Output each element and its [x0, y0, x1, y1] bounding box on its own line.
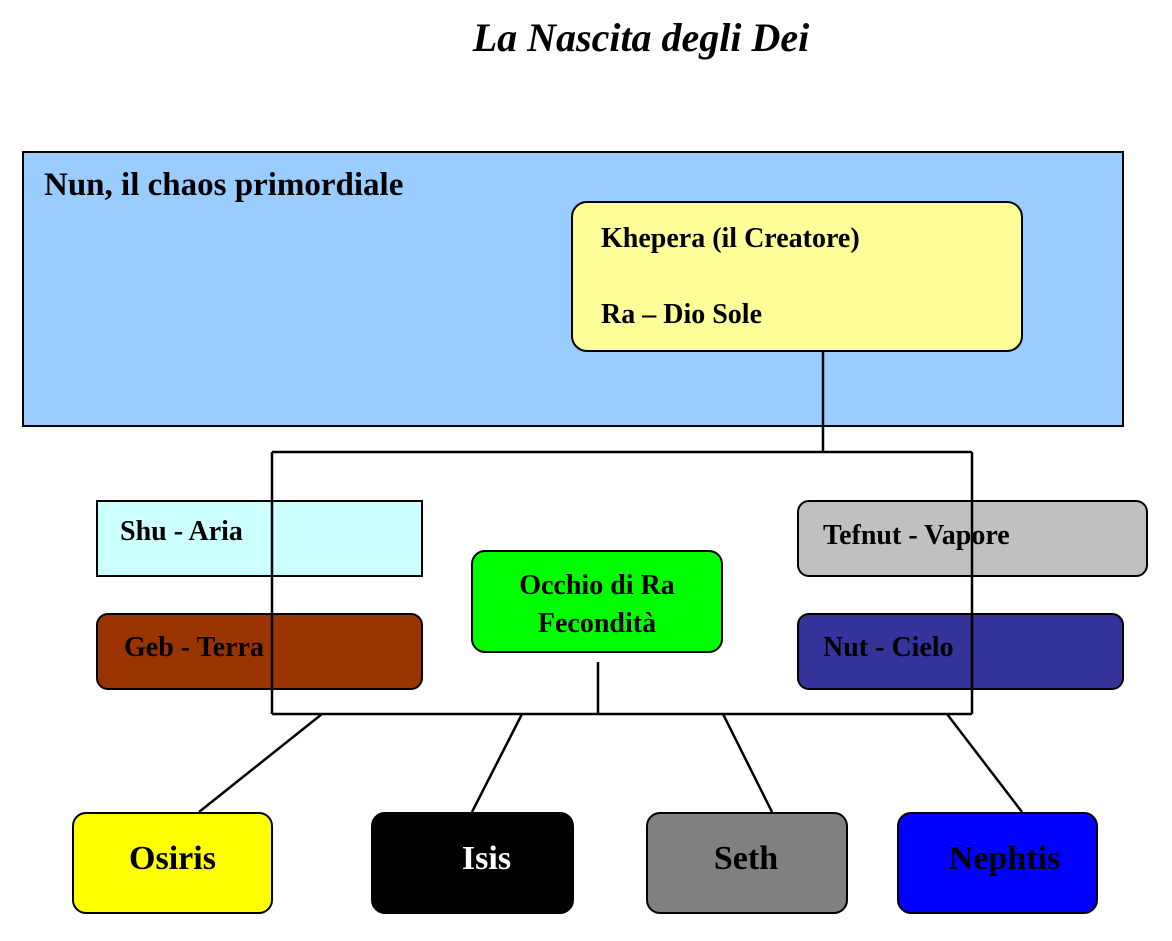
geb-label: Geb - Terra	[124, 632, 264, 663]
khepera-box: Khepera (il Creatore) Ra – Dio Sole	[571, 201, 1023, 352]
connector-osiris	[198, 713, 323, 813]
nephtis-box: Nephtis	[897, 812, 1098, 914]
connector-seth	[721, 713, 774, 813]
shu-box: Shu - Aria	[96, 500, 423, 577]
osiris-box: Osiris	[72, 812, 273, 914]
geb-box: Geb - Terra	[96, 613, 423, 690]
diagram-title: La Nascita degli Dei	[472, 15, 810, 60]
seth-box: Seth	[646, 812, 848, 914]
tefnut-label: Tefnut - Vapore	[823, 520, 1010, 551]
nun-label: Nun, il chaos primordiale	[44, 167, 404, 203]
ra-label: Ra – Dio Sole	[601, 299, 762, 330]
nut-label: Nut - Cielo	[823, 632, 954, 663]
nut-box: Nut - Cielo	[797, 613, 1124, 690]
seth-label: Seth	[713, 840, 779, 877]
connector-isis	[470, 713, 524, 813]
occhio-label: Occhio di Ra	[519, 570, 675, 601]
khepera-label: Khepera (il Creatore)	[601, 223, 860, 254]
nephtis-label: Nephtis	[948, 840, 1061, 877]
isis-label: Isis	[461, 840, 512, 877]
fecondita-label: Fecondità	[537, 608, 657, 639]
occhio-box: Occhio di Ra Fecondità	[471, 550, 723, 653]
connector-nephtis	[946, 713, 1023, 813]
shu-label: Shu - Aria	[120, 516, 243, 547]
isis-box: Isis	[371, 812, 574, 914]
osiris-label: Osiris	[129, 840, 216, 877]
